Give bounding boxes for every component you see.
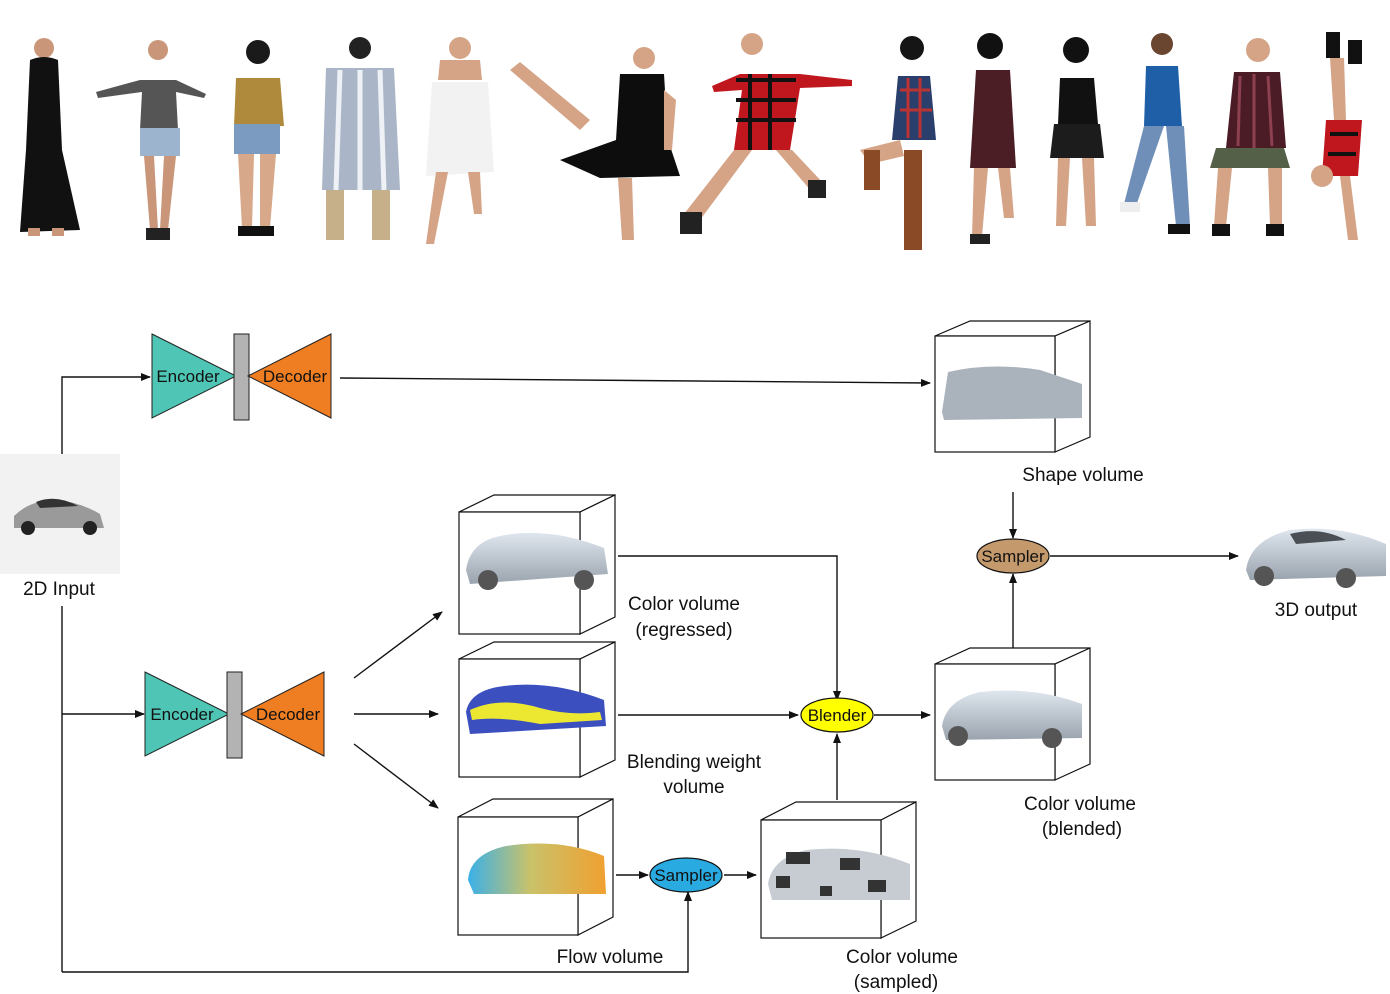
sampler-top-node: Sampler	[976, 538, 1050, 574]
blending-label-2: volume	[663, 777, 724, 798]
woman-black-robe	[20, 38, 80, 236]
shape-volume-label: Shape volume	[1022, 465, 1143, 486]
bottom-bottleneck	[226, 671, 243, 759]
people-strip	[20, 32, 1362, 250]
woman-plaid-dress-lunge	[680, 33, 852, 234]
input-label: 2D Input	[23, 579, 96, 600]
flow-car-voxels	[468, 843, 606, 894]
regressed-car-voxels	[466, 532, 608, 584]
color-volume-sampled: Color volume (sampled)	[760, 801, 958, 993]
color-volume-blended: Color volume (blended)	[934, 647, 1136, 840]
blending-weight-volume: Blending weight volume	[458, 641, 762, 798]
sampler-bottom-node: Sampler	[649, 857, 723, 893]
blender-ellipse	[800, 697, 874, 733]
woman-striped-shirt-squat	[1210, 38, 1290, 236]
flow-volume: Flow volume	[457, 798, 664, 968]
input-panel: 2D Input	[0, 454, 120, 600]
bottom-decoder	[239, 671, 325, 757]
shape-car-voxels	[942, 366, 1082, 420]
woman-black-top-skirt	[1050, 37, 1104, 226]
sampler-bottom-ellipse	[649, 857, 723, 893]
output-car-voxels	[1246, 528, 1386, 588]
woman-striped-coat-back	[322, 37, 400, 240]
output-label: 3D output	[1275, 600, 1358, 621]
woman-leopard-top-back	[234, 40, 284, 236]
sampler-top-ellipse	[976, 538, 1050, 574]
blend-car-yellow	[470, 702, 602, 724]
woman-blue-shirt-jeans	[1120, 33, 1190, 234]
top-encoder-label: Encoder	[156, 367, 220, 386]
blending-label-1: Blending weight	[627, 752, 762, 773]
blended-label-2: (blended)	[1042, 819, 1122, 840]
car-input-image	[14, 498, 104, 535]
top-encoder-decoder: Encoder Decoder	[151, 333, 332, 421]
regressed-label-1: Color volume	[628, 594, 740, 615]
top-decoder	[246, 333, 332, 419]
top-encoder	[151, 333, 238, 419]
bottom-encoder-label: Encoder	[150, 705, 214, 724]
blended-car-voxels	[942, 690, 1082, 740]
bottom-decoder-label: Decoder	[256, 705, 321, 724]
output-panel: 3D output	[1246, 528, 1386, 621]
shape-volume: Shape volume	[934, 320, 1144, 486]
connections	[61, 373, 1239, 973]
color-volume-regressed: Color volume (regressed)	[458, 494, 740, 641]
blender-label: Blender	[808, 706, 867, 725]
flow-volume-label: Flow volume	[557, 947, 664, 968]
blender-node: Blender	[800, 697, 874, 733]
bottom-encoder-decoder: Encoder Decoder	[144, 671, 325, 759]
woman-white-towel	[426, 37, 494, 244]
sampler-top-label: Sampler	[981, 547, 1045, 566]
sampled-label-1: Color volume	[846, 947, 958, 968]
woman-black-dress-kick	[510, 47, 680, 240]
sampled-label-2: (sampled)	[854, 972, 938, 993]
top-bottleneck	[233, 333, 250, 421]
regressed-label-2: (regressed)	[635, 620, 732, 641]
blended-label-1: Color volume	[1024, 794, 1136, 815]
top-decoder-label: Decoder	[263, 367, 328, 386]
woman-handstand	[1311, 32, 1362, 240]
woman-gray-tshirt-shorts	[96, 40, 206, 240]
bottom-encoder	[144, 671, 231, 757]
woman-maroon-dress	[970, 33, 1016, 244]
woman-blue-plaid-boots	[860, 36, 936, 250]
sampler-bottom-label: Sampler	[654, 866, 718, 885]
